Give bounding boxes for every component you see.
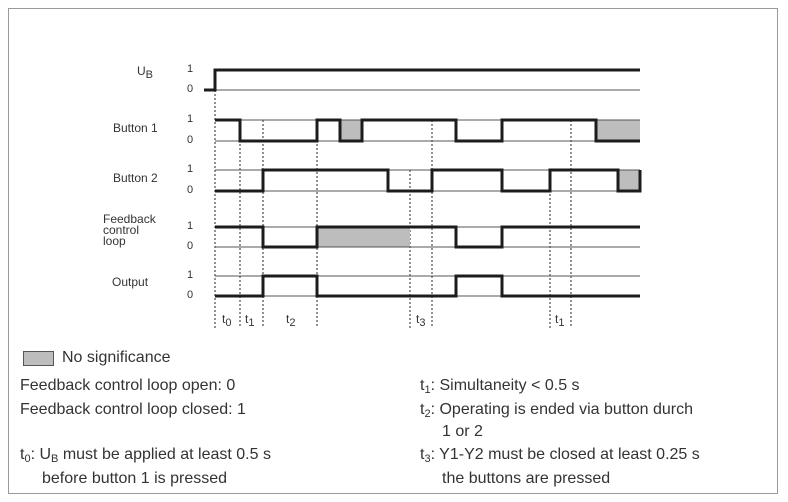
signal-label-ub: UB (137, 64, 154, 81)
level-high-button1: 1 (187, 113, 194, 125)
level-low-feedback: 0 (187, 240, 194, 252)
note-t1: t1: Simultaneity < 0.5 s (420, 377, 580, 396)
signal-label-feedback: Feedback control loop (103, 212, 156, 248)
trace-button1 (215, 118, 640, 143)
note-t2-line2: 1 or 2 (442, 423, 483, 440)
level-low-output: 0 (187, 289, 194, 301)
no-significance-swatch (23, 351, 54, 366)
level-low-ub: 0 (187, 83, 194, 95)
legend-closed: Feedback control loop closed: 1 (20, 401, 246, 418)
no-significance-region (596, 120, 640, 141)
no-significance-region (317, 227, 410, 247)
legend-open: Feedback control loop open: 0 (20, 377, 236, 394)
trace-feedback (215, 225, 640, 249)
note-t2: t2: Operating is ended via button durch (420, 401, 693, 420)
time-label-t1: t1 (245, 312, 255, 329)
level-high-ub: 1 (187, 63, 194, 75)
level-low-button1: 0 (187, 134, 194, 146)
time-label-t0: t0 (222, 312, 232, 329)
note-t0: t0: UB must be applied at least 0.5 s (20, 446, 271, 465)
signal-label-output: Output (112, 275, 149, 289)
level-high-feedback: 1 (187, 220, 194, 232)
note-t3: t3: Y1-Y2 must be closed at least 0.25 s (420, 446, 700, 465)
no-significance-region (618, 170, 640, 191)
trace-ub (204, 68, 640, 92)
time-label-t1b: t1 (555, 312, 565, 329)
trace-output (215, 274, 640, 298)
time-marker-lines (214, 70, 572, 328)
diagram-frame (8, 8, 778, 494)
trace-button2 (215, 168, 642, 193)
legend-no-significance: No significance (62, 349, 171, 366)
no-significance-region (340, 120, 362, 141)
level-high-button2: 1 (187, 163, 194, 175)
level-low-button2: 0 (187, 184, 194, 196)
time-label-t2: t2 (286, 312, 296, 329)
signal-label-button2: Button 2 (113, 171, 158, 185)
time-label-t3: t3 (416, 312, 426, 329)
note-t3-line2: the buttons are pressed (442, 470, 611, 487)
signal-label-button1: Button 1 (113, 121, 158, 135)
level-high-output: 1 (187, 269, 194, 281)
note-t0-line2: before button 1 is pressed (42, 470, 228, 487)
